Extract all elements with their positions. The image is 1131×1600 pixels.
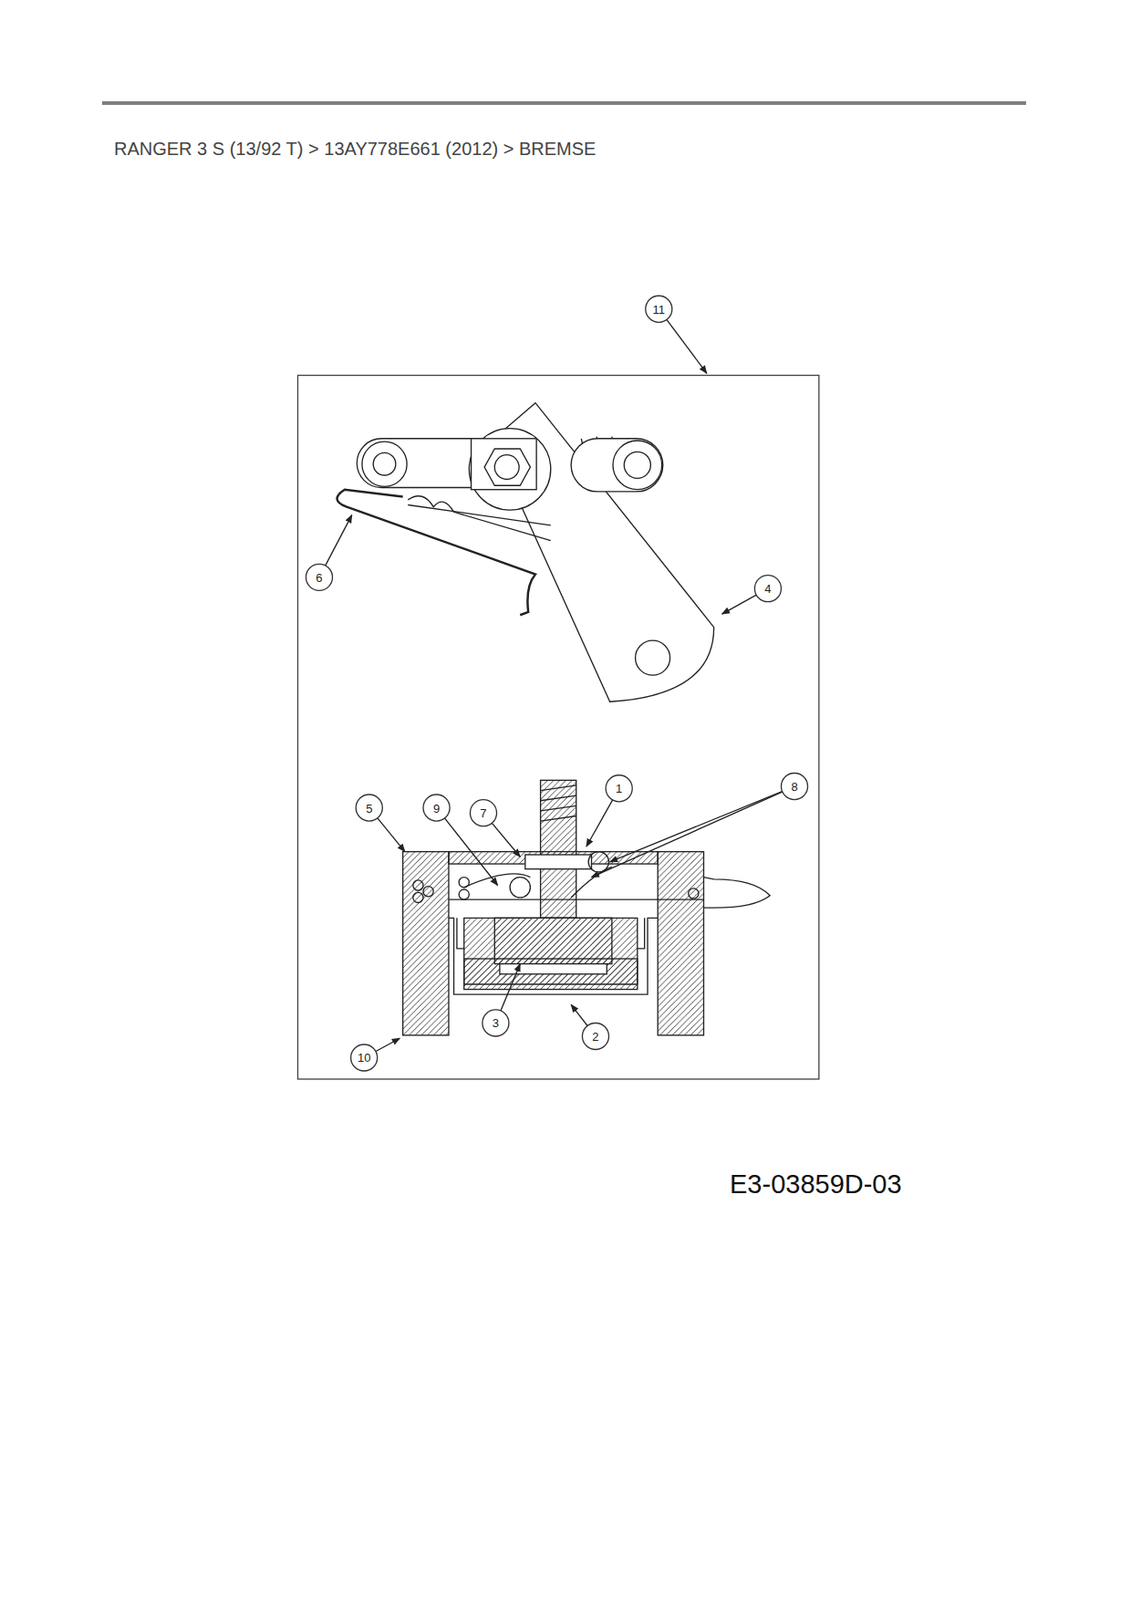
callout-number: 9 [433,801,440,814]
drawing-code: E3-03859D-03 [729,1169,903,1200]
callout-number: 10 [357,1051,371,1064]
callout-number: 8 [790,780,798,793]
brake-lever-top-view [337,403,715,703]
breadcrumb-title: RANGER 3 S (13/92 T) > 13AY778E661 (2012… [114,138,596,160]
leader-lines [319,309,795,1059]
callout-number: 7 [479,807,487,820]
callout-number: 1 [615,782,623,795]
callout-number: 3 [492,1016,499,1029]
callout-number: 4 [764,582,771,595]
callout-number: 5 [365,801,373,814]
header-rule [102,101,1027,105]
callout-number: 2 [591,1030,599,1043]
callout-number: 11 [653,302,666,315]
callout-circles [305,295,808,1071]
frame [297,374,819,1080]
callout-number: 6 [315,570,322,583]
